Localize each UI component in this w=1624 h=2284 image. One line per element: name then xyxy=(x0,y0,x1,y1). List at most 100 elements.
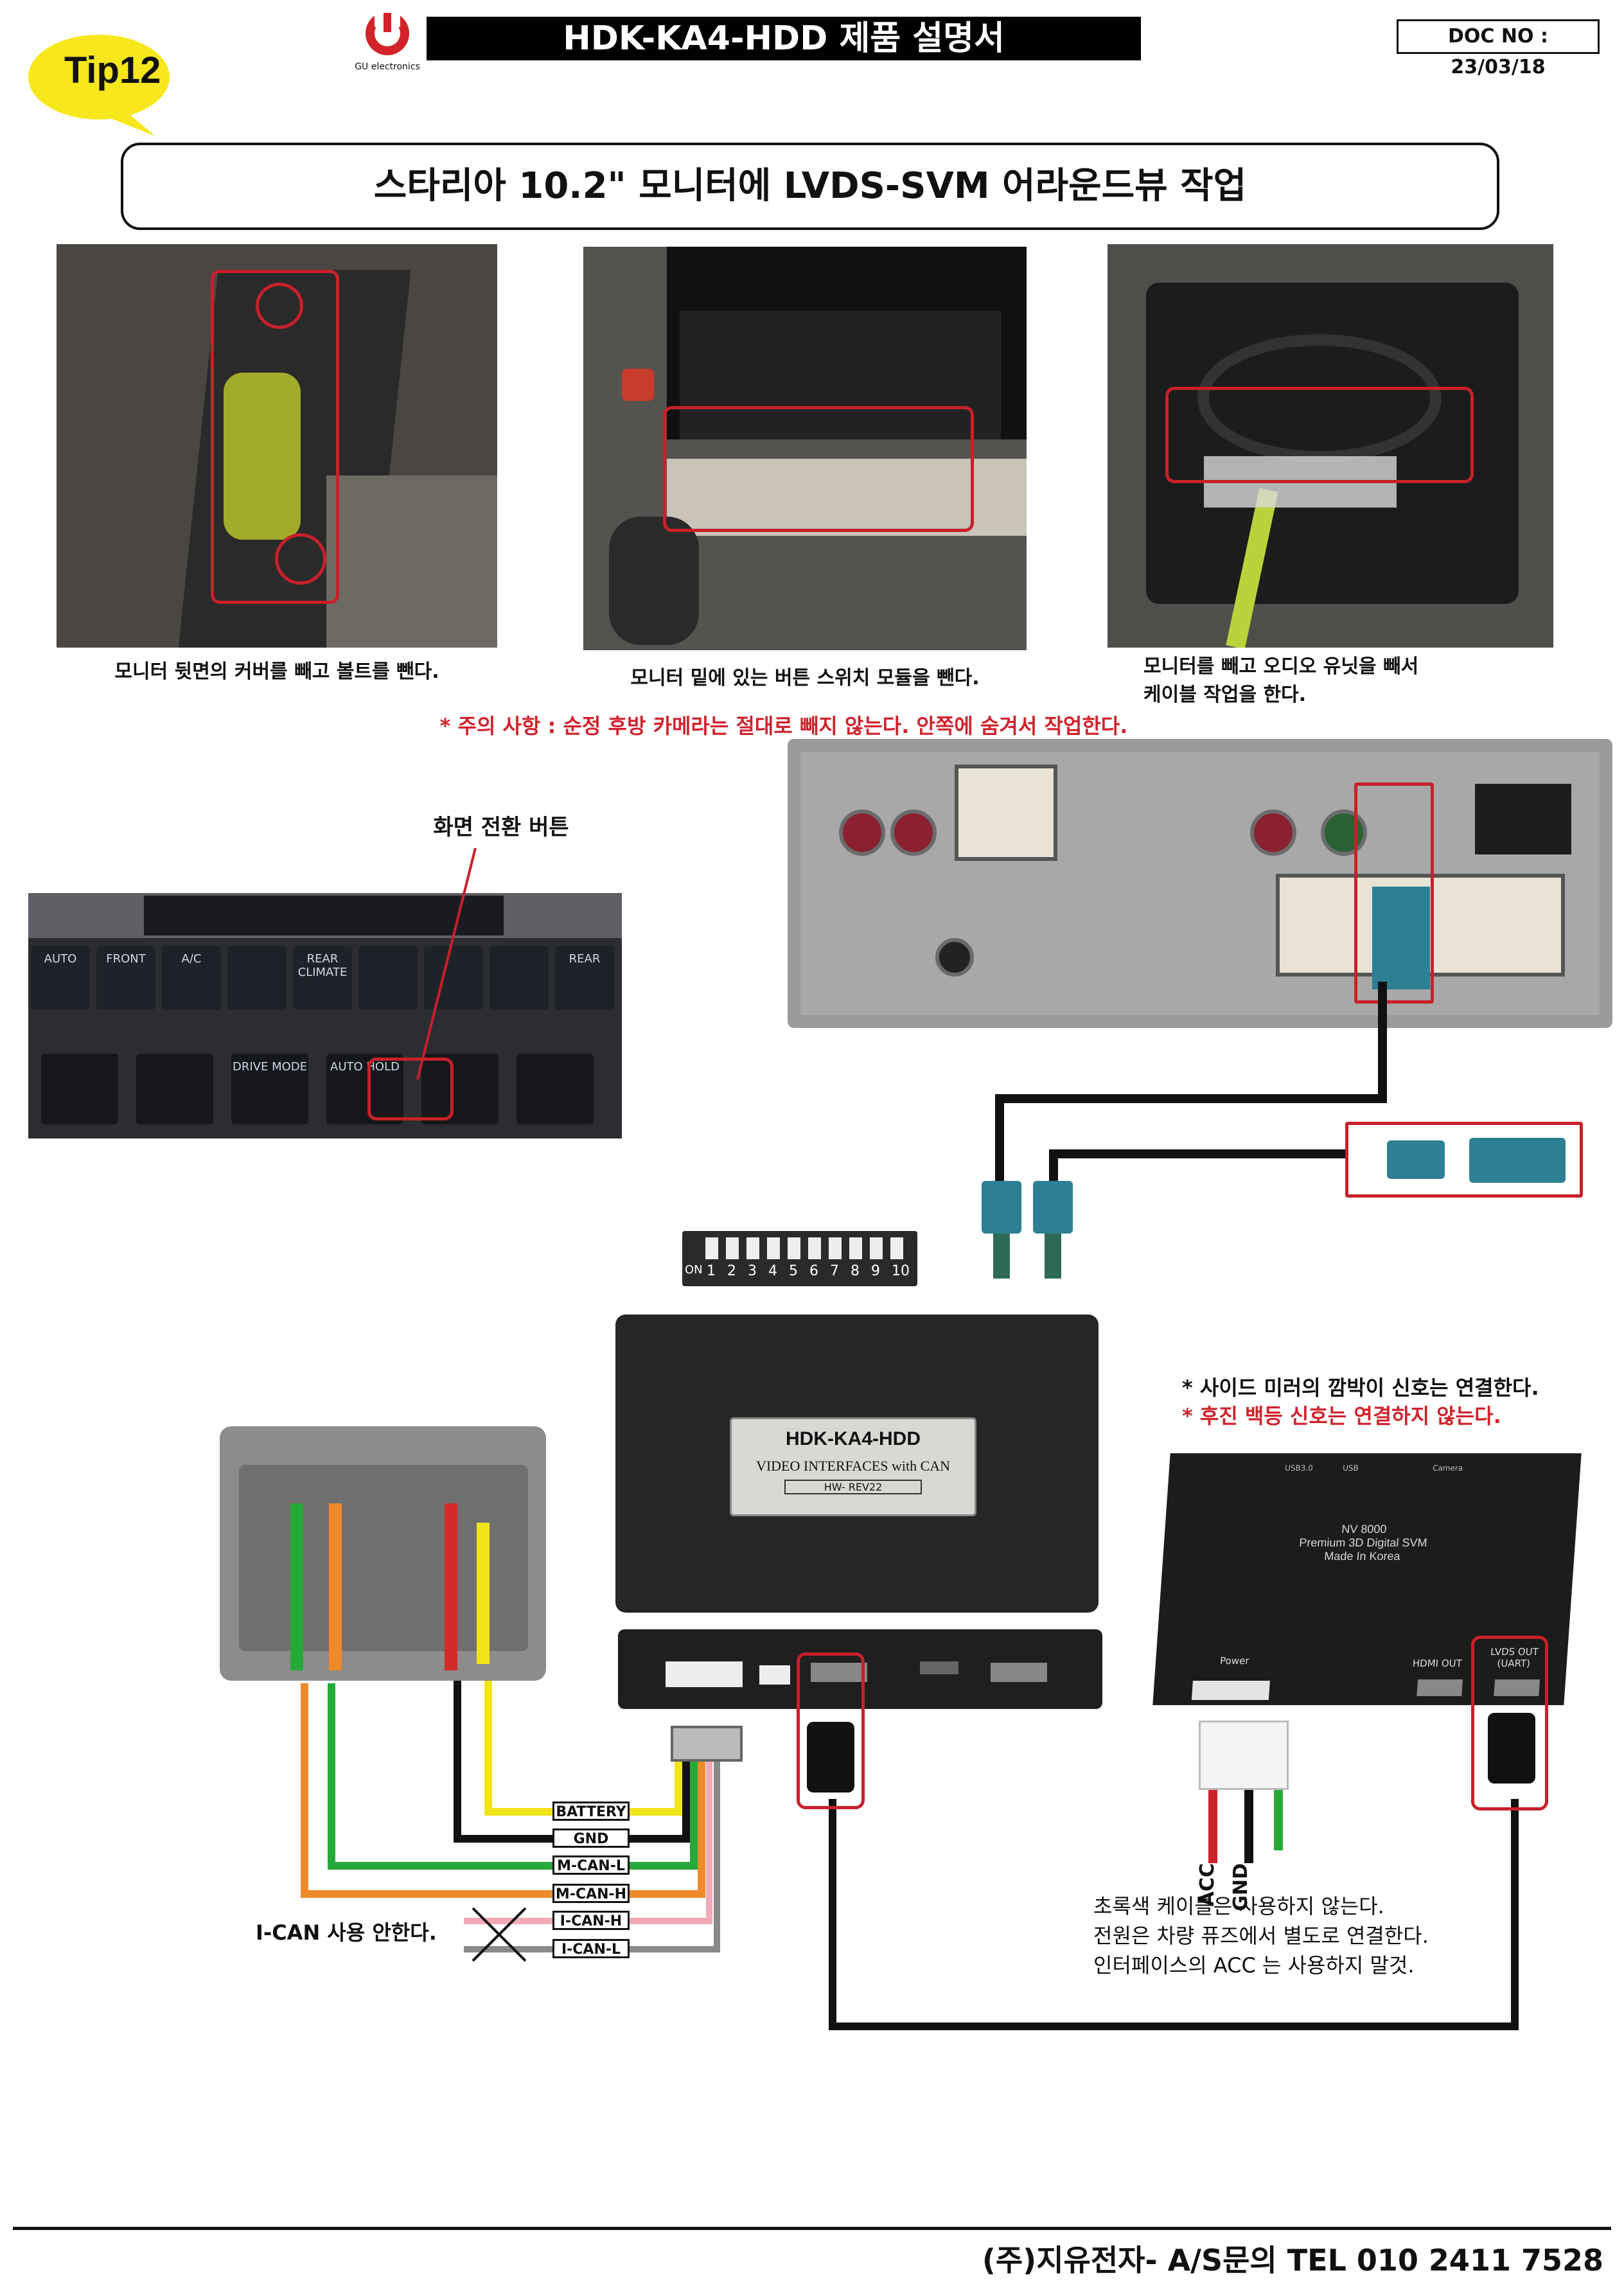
step3-caption-line1: 모니터를 빼고 오디오 유닛을 빼서 xyxy=(1143,655,1419,678)
screen-switch-label: 화면 전환 버튼 xyxy=(433,815,569,840)
audio-connector-small xyxy=(1475,784,1571,854)
adapter-highlight xyxy=(1345,1122,1583,1198)
notes-right: * 사이드 미러의 깜박이 신호는 연결한다. * 후진 백등 신호는 연결하지… xyxy=(1182,1374,1619,1430)
svm-top-label-3: Camera xyxy=(1432,1464,1463,1473)
harness-wire-orange xyxy=(329,1503,342,1670)
dip-switch-number-4: 4 xyxy=(768,1263,777,1279)
svm-hdmi-label: HDMI OUT xyxy=(1412,1658,1463,1669)
panel-display xyxy=(144,896,504,935)
dip-switch-number-7: 7 xyxy=(830,1263,839,1279)
svm-line1: NV 8000 xyxy=(1341,1523,1388,1536)
interface-hdmi-plug xyxy=(807,1722,854,1793)
step3-caption: 모니터를 빼고 오디오 유닛을 빼서 케이블 작업을 한다. xyxy=(1108,653,1553,709)
panel-button-bottom-5[interactable] xyxy=(516,1054,594,1124)
harness-wire-red xyxy=(445,1503,457,1670)
screen-switch-pointer xyxy=(416,847,477,1080)
panel-button-top-0[interactable]: AUTO xyxy=(31,946,90,1010)
dip-switch-3[interactable] xyxy=(746,1237,759,1259)
dip-switch-8[interactable] xyxy=(849,1237,862,1259)
step3-caption-line2: 케이블 작업을 한다. xyxy=(1143,684,1307,706)
svm-brand: NV 8000 Premium 3D Digital SVM Made In K… xyxy=(1253,1523,1474,1563)
step1-bolt-top-highlight xyxy=(256,283,303,329)
interface-subtitle: VIDEO INTERFACES with CAN xyxy=(755,1458,951,1474)
dip-switch-1[interactable] xyxy=(705,1237,718,1259)
audio-unit-highlight xyxy=(1354,783,1434,1004)
footer-rule xyxy=(13,2227,1611,2230)
wire-label-i-can-h: I-CAN-H xyxy=(552,1911,630,1930)
notes-right-line1: * 사이드 미러의 깜박이 신호는 연결한다. xyxy=(1182,1376,1539,1400)
step1-caption: 모니터 뒷면의 커버를 빼고 볼트를 뺀다. xyxy=(114,660,439,683)
svm-lvds-plug xyxy=(1488,1713,1535,1784)
step1-bolt-bottom-highlight xyxy=(275,533,326,585)
audio-connector-white-1 xyxy=(955,765,1057,861)
dip-switch-prefix: ON xyxy=(685,1263,703,1277)
svm-line3: Made In Korea xyxy=(1323,1550,1401,1563)
panel-button-top-7[interactable] xyxy=(490,946,549,1010)
company-logo: GU electronics xyxy=(352,9,423,73)
document-title: HDK-KA4-HDD 제품 설명서 xyxy=(563,19,1005,58)
step2-gear-shift xyxy=(609,517,699,645)
panel-button-bottom-3[interactable]: AUTO HOLD xyxy=(326,1054,403,1124)
svm-power-plug xyxy=(1199,1721,1289,1790)
panel-button-bottom-4[interactable] xyxy=(421,1054,499,1124)
audio-fakra-5 xyxy=(1321,810,1367,856)
notes-bottom-line3: 인터페이스의 ACC 는 사용하지 말것. xyxy=(1093,1953,1415,1978)
step3-photo xyxy=(1108,244,1553,648)
interface-port-small xyxy=(759,1665,790,1685)
audio-unit-photo xyxy=(788,739,1612,1028)
banner-text: 스타리아 10.2" 모니터에 LVDS-SVM 어라운드뷰 작업 xyxy=(373,165,1247,207)
svm-top-label-2: USB xyxy=(1342,1464,1359,1473)
adapter-plug-b xyxy=(1469,1138,1566,1183)
wire-label-i-can-l: I-CAN-L xyxy=(552,1939,630,1958)
audio-fakra-1 xyxy=(839,810,885,856)
panel-button-bottom-2[interactable]: DRIVE MODE xyxy=(231,1054,308,1124)
notes-right-line2: * 후진 백등 신호는 연결하지 않는다. xyxy=(1182,1404,1501,1428)
dip-switch-6[interactable] xyxy=(808,1237,821,1259)
step1-photo xyxy=(57,244,497,648)
svm-power-label: Power xyxy=(1219,1655,1250,1667)
dip-switch-2[interactable] xyxy=(726,1237,739,1259)
notes-bottom-line1: 초록색 케이블은 사용하지 않는다. xyxy=(1093,1894,1384,1918)
adapter-plug-a xyxy=(1387,1140,1445,1179)
panel-button-top-6[interactable] xyxy=(424,946,483,1010)
step2-hazard-button xyxy=(622,369,654,401)
dip-switch-number-10: 10 xyxy=(892,1263,910,1279)
dip-switch-5[interactable] xyxy=(788,1237,800,1259)
panel-button-bottom-0[interactable] xyxy=(41,1054,118,1124)
step1-cable-bundle xyxy=(224,373,301,540)
audio-blue-plug xyxy=(1372,887,1430,989)
panel-button-top-1[interactable]: FRONT xyxy=(96,946,155,1010)
interface-port-hdmi-in xyxy=(811,1663,867,1682)
doc-number: DOC NO : 23/03/18 xyxy=(1397,19,1600,78)
coax-cable-1 xyxy=(995,982,1387,1208)
wire-label-m-can-h: M-CAN-H xyxy=(552,1884,630,1903)
fakra-plug-right xyxy=(1033,1181,1073,1234)
svm-line2: Premium 3D Digital SVM xyxy=(1298,1536,1428,1549)
dip-switch-7[interactable] xyxy=(829,1237,842,1259)
harness-wire-green xyxy=(290,1503,303,1670)
panel-button-top-3[interactable] xyxy=(227,946,287,1010)
warning-top: * 주의 사항 : 순정 후방 카메라는 절대로 빼지 않는다. 안쪽에 숨겨서… xyxy=(439,714,1128,738)
dip-switch-4[interactable] xyxy=(767,1237,780,1259)
audio-fakra-3 xyxy=(935,938,974,977)
panel-button-bottom-1[interactable] xyxy=(136,1054,213,1124)
notes-bottom: 초록색 케이블은 사용하지 않는다. 전원은 차량 퓨즈에서 별도로 연결한다.… xyxy=(1093,1891,1556,1980)
logo-icon xyxy=(366,12,409,55)
panel-button-top-2[interactable]: A/C xyxy=(162,946,221,1010)
dip-switch-number-1: 1 xyxy=(707,1263,716,1279)
panel-button-top-4[interactable]: REAR CLIMATE xyxy=(293,946,352,1010)
screen-switch-highlight xyxy=(367,1058,454,1120)
wire-mcan-h xyxy=(301,1683,705,1898)
dip-switch-10[interactable] xyxy=(890,1237,903,1259)
interface-port-usb xyxy=(920,1661,958,1674)
interface-port-harness xyxy=(666,1661,743,1687)
wire-label-m-can-l: M-CAN-L xyxy=(552,1855,630,1875)
panel-button-top-8[interactable]: REAR xyxy=(555,946,614,1010)
panel-button-top-5[interactable] xyxy=(358,946,418,1010)
interface-revision: HW- REV22 xyxy=(784,1480,922,1494)
step2-highlight xyxy=(663,406,974,532)
dip-switch-number-5: 5 xyxy=(789,1263,798,1279)
logo-text: GU electronics xyxy=(355,62,420,72)
svm-top-labels: USB3.0 USB Camera xyxy=(1284,1464,1567,1483)
dip-switch-9[interactable] xyxy=(870,1237,883,1259)
